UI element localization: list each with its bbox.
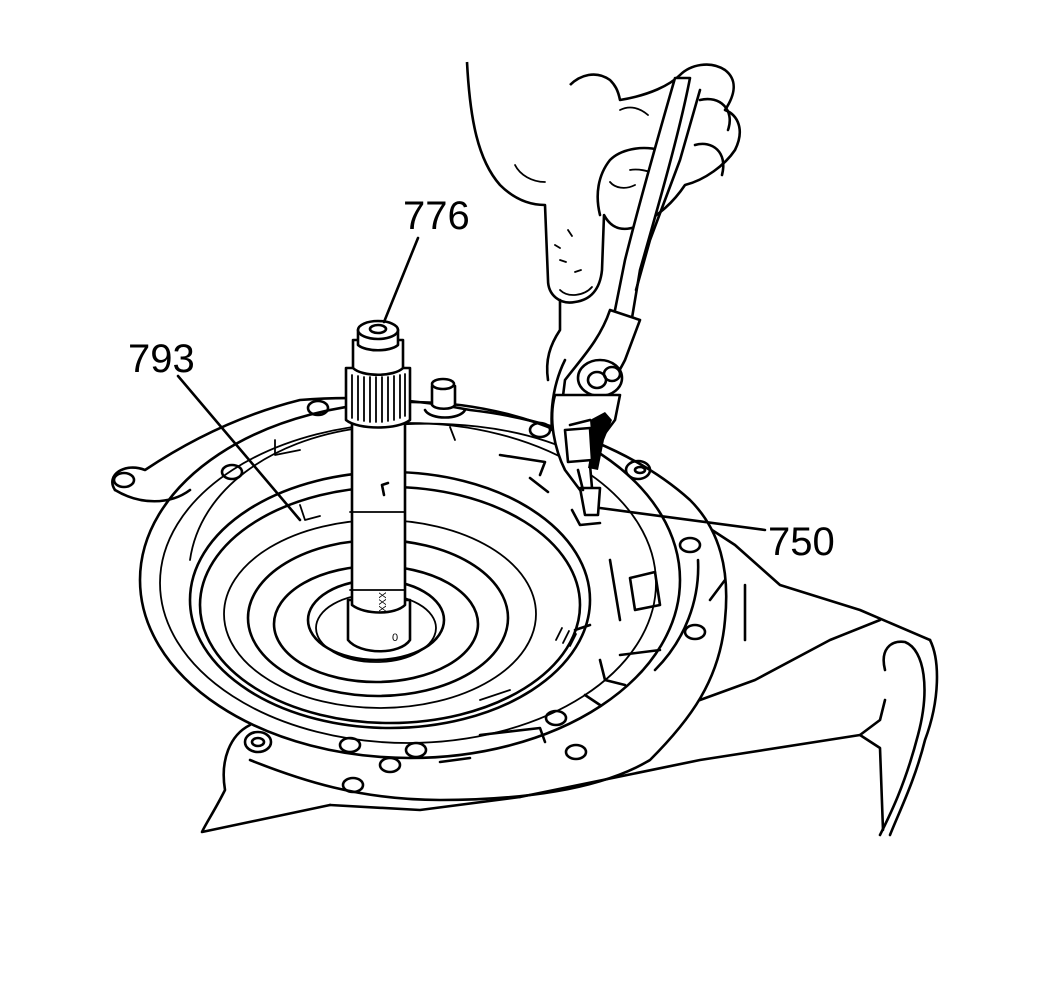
gasket-channels xyxy=(138,400,700,764)
leader-750 xyxy=(598,506,767,532)
callout-793: 793 xyxy=(128,337,195,381)
fitting-stud xyxy=(423,377,467,419)
input-shaft-776: XXX 0 xyxy=(344,319,412,653)
transmission-case xyxy=(111,396,939,837)
leader-776 xyxy=(382,236,420,324)
snap-ring-pliers xyxy=(545,76,702,527)
leader-793 xyxy=(176,374,302,522)
leader-lines xyxy=(176,236,767,532)
shaft-marking-xxx: XXX xyxy=(378,592,389,612)
callout-750: 750 xyxy=(768,520,835,564)
callout-776: 776 xyxy=(403,194,470,238)
shaft-marking-0: 0 xyxy=(392,632,398,644)
